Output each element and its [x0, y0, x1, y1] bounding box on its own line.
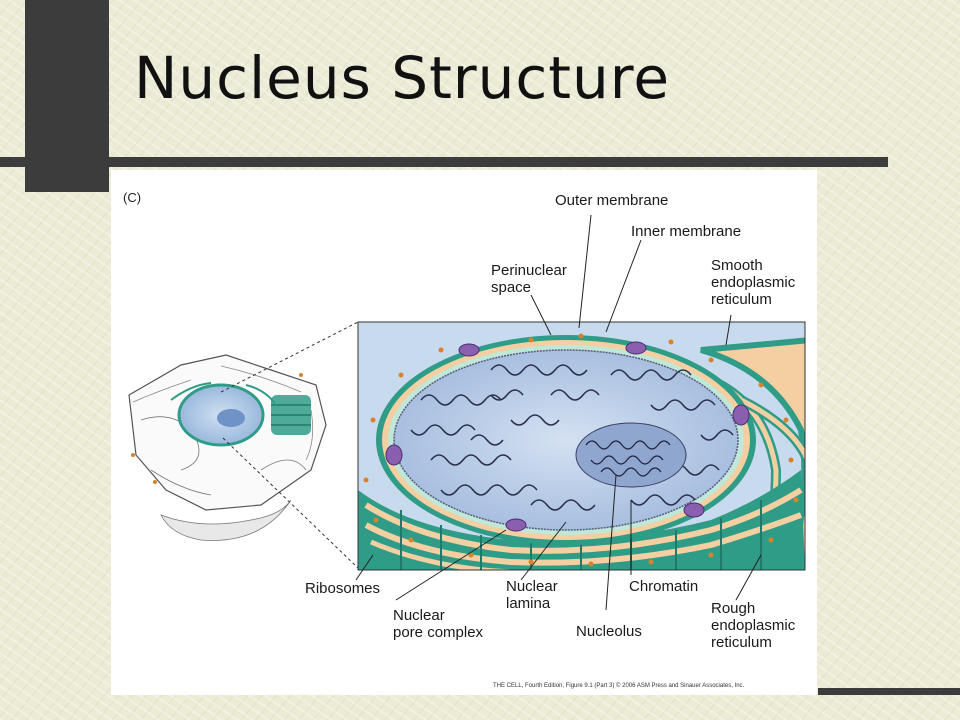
label-inner-membrane: Inner membrane	[631, 223, 742, 240]
label-nuclear-lamina: Nuclear lamina	[506, 578, 558, 612]
leader-lines	[355, 214, 762, 611]
label-chromatin: Chromatin	[629, 578, 699, 595]
label-smooth-er: Smooth endoplasmic reticulum	[711, 257, 796, 308]
cell-overview-sketch	[128, 354, 327, 541]
panel-label: (C)	[123, 190, 142, 205]
label-perinuclear-space: Perinuclear space	[491, 262, 567, 296]
nucleus-diagram: (C) Outer membrane Inner membrane Perinu…	[111, 170, 817, 695]
decorative-bottom-bar	[818, 688, 960, 695]
chromatin-fibers	[410, 364, 734, 511]
nucleus-illustration	[128, 214, 806, 611]
label-ribosomes: Ribosomes	[305, 580, 381, 597]
nuclear-pores	[385, 341, 750, 532]
figure-credit: THE CELL, Fourth Edition, Figure 9.1 (Pa…	[493, 683, 745, 689]
label-nucleolus: Nucleolus	[576, 623, 642, 640]
slide-title: Nucleus Structure	[134, 44, 671, 112]
decorative-horizontal-bar	[0, 157, 888, 167]
label-nuclear-pore-complex: Nuclear pore complex	[393, 607, 484, 641]
ribosome-dots	[363, 333, 799, 567]
label-outer-membrane: Outer membrane	[555, 192, 669, 209]
bottom-er-stacks	[358, 470, 805, 570]
label-rough-er: Rough endoplasmic reticulum	[711, 600, 796, 651]
